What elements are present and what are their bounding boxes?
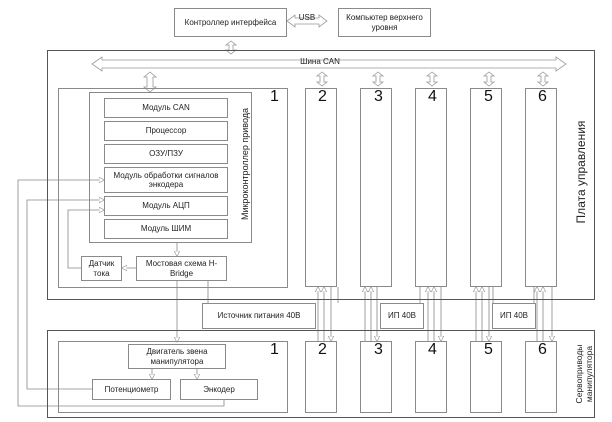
servo-2-panel (305, 341, 337, 413)
module-processor: Процессор (104, 121, 228, 141)
servo-drives-board (47, 330, 595, 418)
motor-box: Двигатель звена манипулятора (128, 344, 226, 369)
servo-1-number: 1 (270, 341, 279, 358)
channel-6-panel (525, 88, 557, 287)
channel-6-number: 6 (538, 88, 547, 105)
can-channel-arrows (142, 71, 550, 93)
potentiometer-box: Потенциометр (92, 379, 171, 400)
can-bus-arrow (91, 56, 567, 72)
can-bus-label: Шина CAN (300, 57, 340, 67)
channel-1-number: 1 (270, 88, 279, 105)
power-supply-40v: Источник питания 40В (202, 303, 316, 329)
interface-controller-box: Контроллер интерфейса (174, 8, 287, 37)
module-encoder-processing: Модуль обработки сигналов энкодера (104, 167, 228, 193)
host-computer-box: Компьютер верхнего уровня (338, 8, 431, 37)
servo-4-panel (415, 341, 447, 413)
channel-wires (318, 287, 552, 341)
servo-1-panel (58, 341, 288, 413)
interface-controller-label: Контроллер интерфейса (184, 17, 277, 27)
channel-2-number: 2 (318, 88, 327, 105)
module-can: Модуль CAN (104, 98, 228, 118)
channel-4-number: 4 (428, 88, 437, 105)
current-sensor-box: Датчик тока (81, 256, 122, 281)
channel-2-panel (305, 88, 337, 287)
usb-arrow (286, 14, 328, 28)
channel-5-panel (470, 88, 502, 287)
power-supply-2: ИП 40В (380, 303, 424, 329)
servo-3-number: 3 (374, 341, 383, 358)
h-bridge-box: Мостовая схема H-Bridge (136, 256, 227, 281)
servo-4-number: 4 (428, 341, 437, 358)
channel-3-number: 3 (374, 88, 383, 105)
servo-drives-title: Сервоприводы манипулятора (574, 344, 594, 404)
servo-6-number: 6 (538, 341, 547, 358)
module-pwm: Модуль ШИМ (104, 219, 228, 239)
usb-label: USB (298, 13, 316, 23)
power-supply-3: ИП 40В (492, 303, 536, 329)
servo-5-number: 5 (484, 341, 493, 358)
encoder-box: Энкодер (180, 379, 258, 400)
module-adc: Модуль АЦП (104, 196, 228, 216)
servo-3-panel (360, 341, 392, 413)
channel-3-panel (360, 88, 392, 287)
microcontroller-title: Микроконтроллер привода (240, 107, 250, 221)
control-board (47, 50, 595, 300)
channel-5-number: 5 (484, 88, 493, 105)
module-ram-rom: ОЗУ/ПЗУ (104, 144, 228, 164)
control-board-title: Плата управления (574, 120, 588, 224)
channel-4-panel (415, 88, 447, 287)
host-computer-label: Компьютер верхнего уровня (346, 13, 423, 32)
servo-5-panel (470, 341, 502, 413)
channel-1-panel (58, 88, 288, 288)
servo-2-number: 2 (318, 341, 327, 358)
servo-6-panel (525, 341, 557, 413)
microcontroller-box (89, 92, 252, 243)
